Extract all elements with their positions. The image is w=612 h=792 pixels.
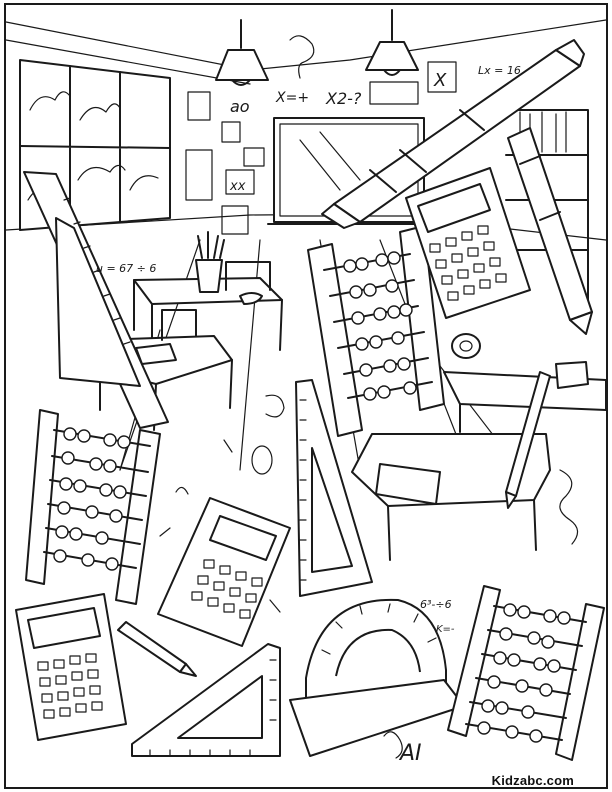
desk-right [351,433,551,561]
ceiling-lamp-right [365,9,419,76]
doodle-eq1: X=+ [275,90,309,106]
pencil-right [505,371,551,509]
site-watermark: Kidzabc.com [491,773,574,788]
doodle-eq7: AI [398,741,422,766]
doodle-eq2: X2-? [325,89,362,108]
doodle-ch3: X [433,70,447,91]
set-square-center [295,379,373,597]
protractor [289,598,465,757]
squiggle-doodles [159,35,579,759]
doodle-eq6: K=- [436,624,455,635]
abacus-left [25,409,161,605]
abacus-center [307,225,445,437]
abacus-bottom-right [447,585,605,761]
marker-right [507,127,593,335]
doodle-eq4: u = 67 ÷ 6 [96,262,156,275]
set-square-left [23,171,169,429]
calculator-top-right [405,167,531,319]
doodle-ch1: ao [230,97,250,116]
ceiling-lamp-left [215,19,269,86]
calculator-center [157,497,291,647]
pen-large [321,39,585,229]
chair-middle [161,261,271,341]
pencil-cup [195,231,225,293]
tape-roll [451,333,481,359]
pen-small [117,621,197,677]
desk-far-right [443,361,607,433]
set-square-bottom [131,643,281,757]
doodle-ch2: xx [229,179,246,194]
doodle-eq5: 6³-÷6 [420,598,452,611]
calculator-bottom-left [15,593,127,741]
doodle-eq3: Lx = 16 [478,64,521,77]
wall-posters [185,61,457,235]
